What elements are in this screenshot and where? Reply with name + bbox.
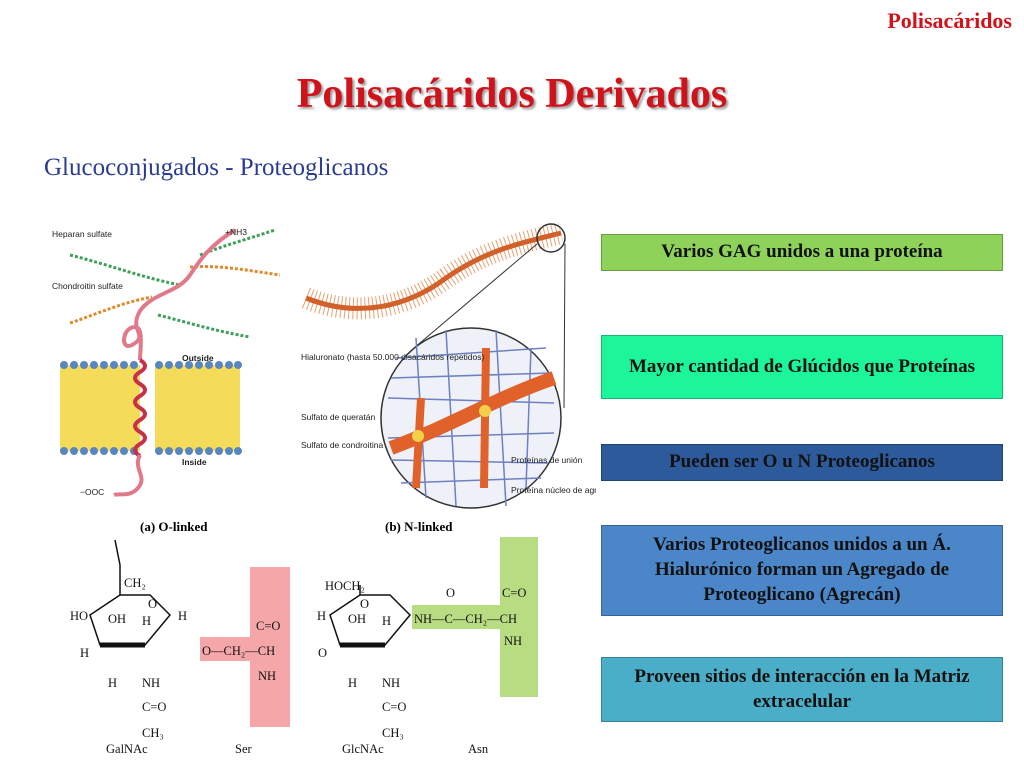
bottlebrush-aggregate xyxy=(301,222,564,320)
galnac-label: GalNAc xyxy=(106,742,148,756)
aggrecan-aggregate-figure: Hialuronato (hasta 50.000 disacáridos re… xyxy=(301,222,596,509)
transmembrane-helix xyxy=(133,358,147,458)
outside-label: Outside xyxy=(182,353,214,363)
info-box-glucidos: Mayor cantidad de Glúcidos que Proteínas xyxy=(601,335,1003,399)
cytoplasmic-tail xyxy=(113,454,144,497)
hialuronato-label: Hialuronato (hasta 50.000 disacáridos re… xyxy=(301,352,485,362)
info-box-agrecan: Varios Proteoglicanos unidos a un Á. Hia… xyxy=(601,525,1003,616)
n-linked-label: (b) N-linked xyxy=(385,519,453,534)
proteina-nucleo-label: Proteína núcleo de agrecán xyxy=(511,485,596,495)
cooh-label: −OOC xyxy=(80,487,104,497)
svg-text:NH: NH xyxy=(382,676,400,690)
svg-text:H: H xyxy=(348,676,357,690)
chondroitin-label: Chondroitin sulfate xyxy=(52,281,123,291)
info-box-o-n: Pueden ser O u N Proteoglicanos xyxy=(601,444,1003,481)
svg-text:H: H xyxy=(382,614,391,628)
svg-text:H: H xyxy=(80,646,89,660)
page-subtitle: Glucoconjugados - Proteoglicanos xyxy=(44,154,389,181)
condroitina-label: Sulfato de condroitina xyxy=(301,440,383,450)
inside-label: Inside xyxy=(182,457,207,467)
svg-text:O: O xyxy=(446,586,455,600)
svg-text:C=O: C=O xyxy=(502,586,526,600)
queratan-label: Sulfato de queratán xyxy=(301,412,375,422)
chondroitin-chain-1 xyxy=(69,295,153,325)
corner-label: Polisacáridos xyxy=(887,8,1012,33)
page-title: Polisacáridos Derivados xyxy=(296,71,728,117)
svg-text:C=O: C=O xyxy=(256,619,280,633)
svg-text:CH₃: CH₃ xyxy=(142,726,164,740)
svg-text:HOCH₂: HOCH₂ xyxy=(325,579,365,593)
heparan-chain-3 xyxy=(157,313,251,339)
svg-text:OH: OH xyxy=(348,612,366,626)
zoom-circle-large xyxy=(380,327,562,509)
galnac-ring xyxy=(89,539,172,648)
svg-text:C=O: C=O xyxy=(382,700,406,714)
info-box-matriz: Proveen sitios de interacción en la Matr… xyxy=(601,657,1003,722)
heparan-label: Heparan sulfate xyxy=(52,229,112,239)
info-box-gag: Varios GAG unidos a una proteína xyxy=(601,234,1003,271)
svg-text:O: O xyxy=(318,646,327,660)
svg-text:O: O xyxy=(360,597,369,611)
svg-text:HO: HO xyxy=(70,609,88,623)
svg-text:OH: OH xyxy=(108,612,126,626)
svg-text:H: H xyxy=(108,676,117,690)
svg-text:CH₃: CH₃ xyxy=(382,726,404,740)
svg-text:NH: NH xyxy=(142,676,160,690)
lipid-bilayer xyxy=(60,361,242,455)
svg-text:NH: NH xyxy=(258,669,276,683)
asn-label: Asn xyxy=(468,742,489,756)
svg-text:H: H xyxy=(142,614,151,628)
glcnac-label: GlcNAc xyxy=(342,742,384,756)
nh3-label: +NH3 xyxy=(225,227,247,237)
membrane-proteoglycan-figure: Heparan sulfate Chondroitin sulfate +NH3… xyxy=(52,227,281,497)
svg-text:NH: NH xyxy=(504,634,522,648)
chondroitin-chain-2 xyxy=(189,265,281,277)
svg-text:O—CH₂—CH: O—CH₂—CH xyxy=(202,644,275,658)
ser-label: Ser xyxy=(235,742,253,756)
o-linked-label: (a) O-linked xyxy=(140,519,208,534)
linkage-chemistry-figure: (a) O-linked (b) N-linked CH₂ O HO OH H … xyxy=(70,519,538,756)
zoom-circle-small xyxy=(536,223,566,253)
svg-text:NH—C—CH₂—CH: NH—C—CH₂—CH xyxy=(414,612,517,626)
core-protein xyxy=(122,228,237,361)
svg-text:CH₂: CH₂ xyxy=(124,576,146,590)
svg-text:O: O xyxy=(148,597,157,611)
proteinas-union-label: Proteínas de unión xyxy=(511,455,583,465)
heparan-chain-1 xyxy=(69,253,181,287)
svg-text:C=O: C=O xyxy=(142,700,166,714)
glcnac-ring xyxy=(329,585,412,648)
svg-text:H: H xyxy=(178,609,187,623)
svg-text:H: H xyxy=(317,609,326,623)
